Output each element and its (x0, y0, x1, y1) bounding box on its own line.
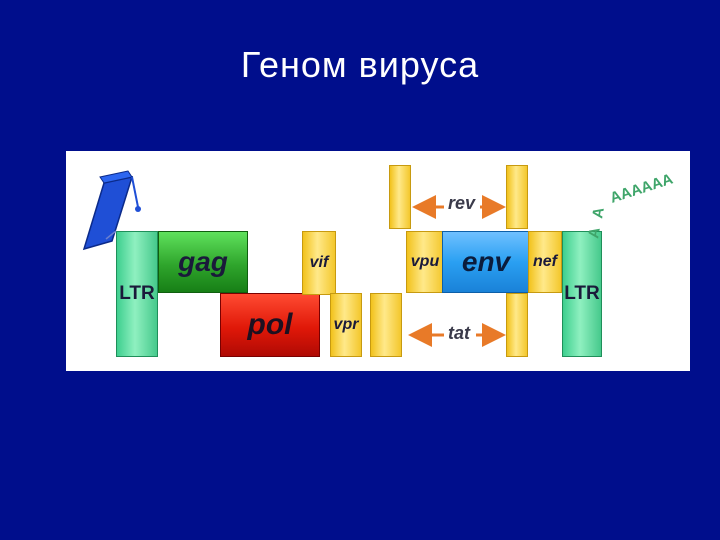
nef-label: nef (533, 253, 557, 270)
pol-label: pol (247, 308, 293, 341)
vif-label: vif (309, 254, 329, 271)
slide-title: Геном вируса (240, 44, 480, 85)
genome-diagram: LTR gag pol vif vpr vpu env nef LTR (66, 151, 690, 371)
ltr-right-box: LTR (562, 231, 602, 357)
svg-text:A: A (589, 206, 608, 220)
rev-exon2-box (506, 165, 528, 229)
pol-box: pol (220, 293, 320, 357)
vpu-box: vpu (406, 231, 444, 293)
vpr-box: vpr (330, 293, 362, 357)
svg-text:A: A (585, 226, 604, 240)
tat-exon2-box (506, 293, 528, 357)
polya-label: AAAAAA (608, 170, 675, 206)
env-box: env (442, 231, 530, 293)
ltr-left-box: LTR (116, 231, 158, 357)
polya-tail-icon: A A AAAAAA (585, 170, 675, 240)
cap-structure-icon (82, 170, 141, 251)
splice-arrows (408, 195, 506, 347)
nef-box: nef (528, 231, 562, 293)
ltr-left-label: LTR (119, 283, 155, 304)
vpr-label: vpr (333, 316, 359, 333)
gag-box: gag (158, 231, 248, 293)
gag-label: gag (178, 246, 228, 277)
tat-label: tat (448, 323, 470, 343)
vpu-label: vpu (410, 253, 440, 270)
vif-box: vif (302, 231, 336, 295)
env-label: env (461, 246, 511, 277)
ltr-right-label: LTR (564, 283, 600, 304)
rev-label: rev (448, 193, 476, 213)
tat-exon1-box (370, 293, 402, 357)
rev-exon1-box (389, 165, 411, 229)
